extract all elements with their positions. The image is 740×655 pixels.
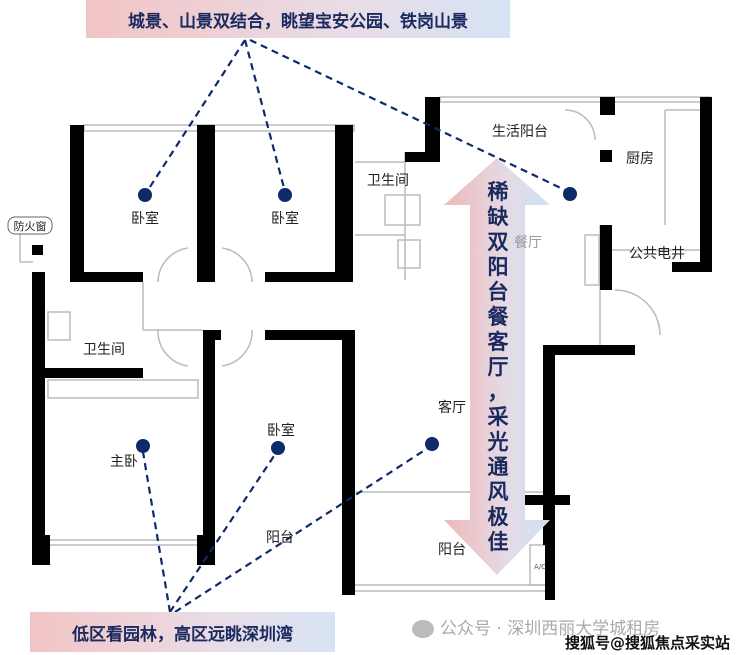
view-points	[136, 187, 577, 455]
room-label-service-balcony: 生活阳台	[492, 124, 548, 140]
bottom-banner: 低区看园林，高区远眺深圳湾	[30, 612, 335, 652]
fire-window-label: 防火窗	[14, 219, 47, 233]
room-label-bedroom: 卧室	[267, 422, 295, 439]
arrow-caption: 稀缺双阳台餐客厅，采光通风极佳	[484, 180, 512, 555]
arrow-caption-char: 台	[487, 280, 509, 304]
room-label-public-shaft: 公共电井	[629, 246, 685, 262]
room-label-bathroom: 卫生间	[367, 173, 409, 189]
arrow-caption-char: 采	[487, 405, 509, 429]
watermark-sohu: 搜狐号@搜狐焦点采实站	[565, 634, 731, 652]
arrow-caption-char: 通	[487, 455, 509, 479]
arrow-caption-char: 极	[487, 505, 509, 529]
arrow-caption-char: 厅	[487, 355, 509, 379]
view-point	[278, 188, 292, 202]
thin-lines	[19, 96, 711, 592]
view-point	[271, 441, 285, 455]
room-label-balcony: 阳台	[438, 542, 466, 558]
watermark-source: 公众号 · 深圳西丽大学城租房	[412, 614, 660, 639]
ac-label: A/C	[534, 563, 546, 571]
room-label-bedroom: 卧室	[271, 210, 299, 227]
arrow-caption-char: ，	[487, 380, 509, 404]
view-lines	[141, 39, 566, 613]
view-point	[563, 187, 577, 201]
double-arrow-icon	[444, 158, 550, 575]
room-label-master-bedroom: 主卧	[110, 454, 138, 470]
fire-window-tag	[7, 216, 53, 235]
room-label-bedroom: 卧室	[131, 210, 159, 227]
arrow-caption-char: 双	[487, 230, 509, 254]
room-label-bathroom: 卫生间	[83, 342, 125, 358]
view-point	[425, 437, 439, 451]
room-label-kitchen: 厨房	[626, 151, 654, 167]
top-banner: 城景、山景双结合，眺望宝安公园、铁岗山景	[86, 0, 510, 38]
view-point	[138, 188, 152, 202]
room-label-living: 客厅	[438, 399, 466, 416]
arrow-caption-char: 餐	[487, 305, 509, 329]
wechat-icon	[412, 620, 434, 638]
arrow-caption-char: 稀	[487, 180, 509, 204]
arrow-caption-char: 客	[487, 330, 509, 354]
room-label-dining: 餐厅	[514, 235, 542, 251]
arrow-caption-char: 佳	[487, 530, 509, 554]
walls	[32, 97, 712, 600]
arrow-caption-char: 缺	[487, 205, 509, 229]
arrow-caption-char: 阳	[487, 255, 509, 279]
arrow-caption-char: 风	[487, 480, 509, 504]
view-point	[136, 439, 150, 453]
watermark-source-text: 公众号 · 深圳西丽大学城租房	[440, 619, 661, 639]
arrow-caption-char: 光	[487, 430, 509, 454]
room-label-balcony: 阳台	[266, 530, 294, 546]
